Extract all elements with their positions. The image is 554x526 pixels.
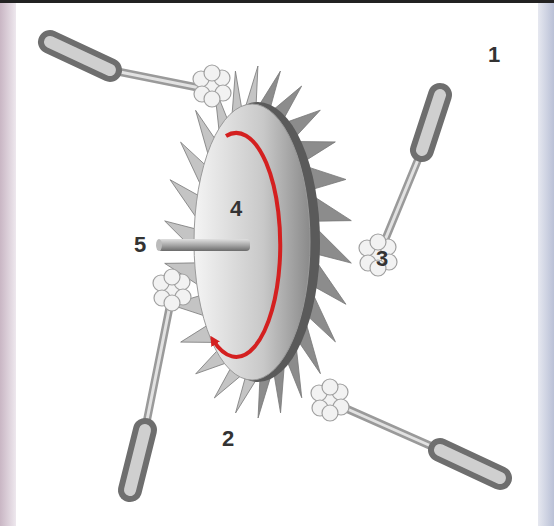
steam-puff <box>322 379 338 395</box>
nozzle-tube <box>110 70 200 88</box>
callout-number: 1 <box>488 44 500 66</box>
slide-edge <box>538 0 554 526</box>
nozzle-body-highlight <box>422 95 440 150</box>
turbine-blade <box>245 66 257 107</box>
top-rule <box>0 0 554 3</box>
callout-number: 3 <box>376 248 388 270</box>
shaft <box>158 239 250 251</box>
callout-number: 4 <box>230 198 242 220</box>
nozzle-body-highlight <box>440 450 500 478</box>
nozzle-highlight <box>385 150 422 240</box>
callout-number: 2 <box>222 428 234 450</box>
steam-puff <box>204 65 220 81</box>
nozzle-body-highlight <box>130 430 145 490</box>
steam-puff <box>164 269 180 285</box>
nozzle-highlight <box>345 408 440 450</box>
nozzle-body <box>50 42 110 70</box>
nozzle-tube <box>345 408 440 450</box>
slide-edge <box>0 0 16 526</box>
nozzle-body <box>440 450 500 478</box>
nozzle-body-highlight <box>50 42 110 70</box>
nozzle-tube <box>385 150 422 240</box>
turbine-blade <box>318 230 352 263</box>
steam-puff <box>204 91 220 107</box>
turbine-blade <box>258 377 270 418</box>
nozzle-body <box>130 430 145 490</box>
nozzle-highlight <box>110 70 200 88</box>
steam-puff <box>164 295 180 311</box>
shaft-end <box>156 239 162 251</box>
nozzle-body <box>422 95 440 150</box>
nozzle-tube <box>145 305 170 430</box>
callout-number: 5 <box>134 234 146 256</box>
turbine-blade <box>236 377 257 413</box>
turbine-blade <box>315 263 346 304</box>
steam-puff <box>322 405 338 421</box>
turbine-blade <box>260 71 281 107</box>
nozzle-highlight <box>145 305 170 430</box>
turbine-blade <box>315 197 352 221</box>
